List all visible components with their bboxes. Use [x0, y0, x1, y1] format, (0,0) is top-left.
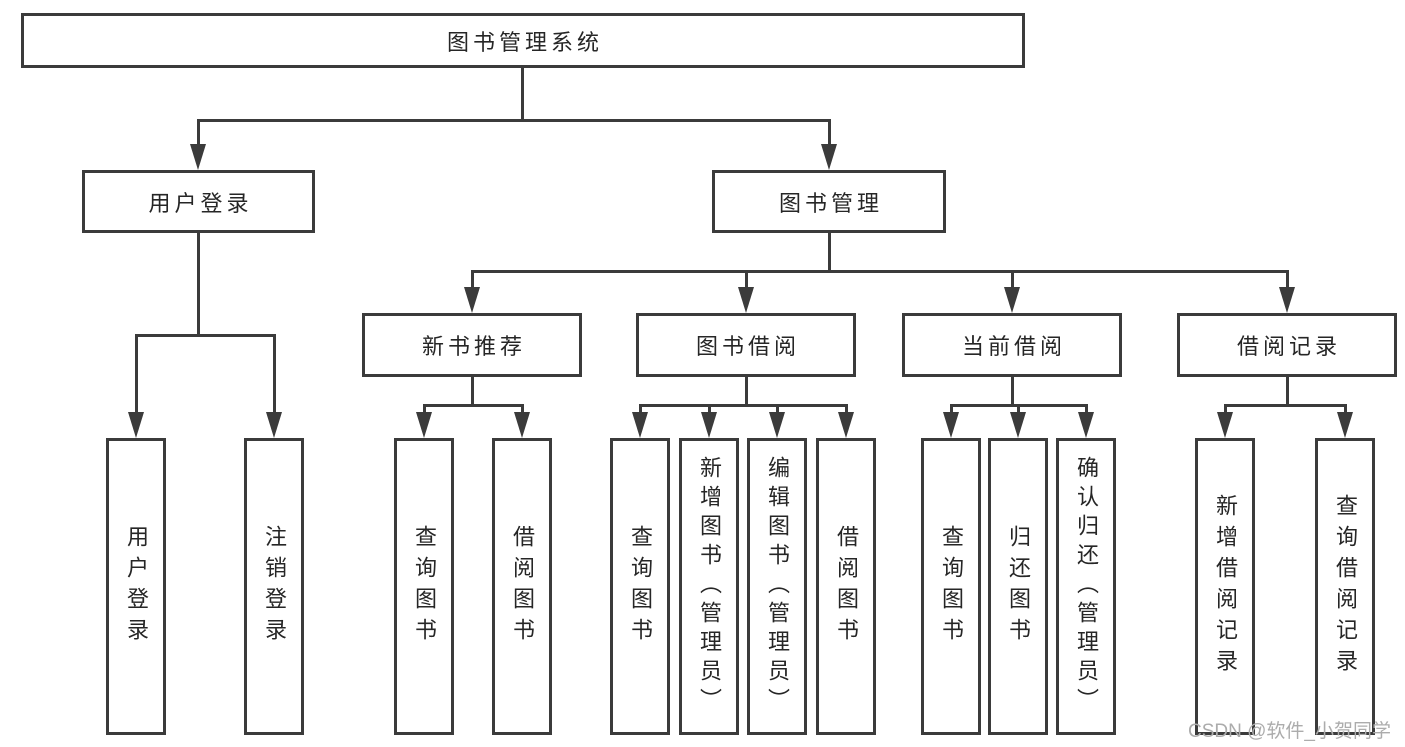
connector-trunk [1286, 374, 1289, 407]
leaf-user-login: 用户登录 [106, 438, 166, 735]
node-new-book-recommend: 新书推荐 [362, 313, 582, 377]
leaf-borrow-borrow-books: 借阅图书 [816, 438, 876, 735]
node-label: 查询图书 [939, 524, 964, 649]
connector-stem [471, 270, 474, 290]
node-label: 确认归还（管理员） [1074, 456, 1099, 717]
node-label: 借阅图书 [510, 524, 535, 649]
leaf-newbooks-borrow-books: 借阅图书 [492, 438, 552, 735]
connector-stem [197, 119, 200, 148]
node-book-borrow: 图书借阅 [636, 313, 856, 377]
leaf-borrow-add-book-admin: 新增图书（管理员） [679, 438, 739, 735]
arrowhead-down [464, 287, 480, 313]
leaf-records-add-record: 新增借阅记录 [1195, 438, 1255, 735]
node-label: 用户登录 [124, 524, 149, 649]
connector-split [639, 404, 848, 407]
leaf-logout: 注销登录 [244, 438, 304, 735]
connector-stem [521, 404, 524, 415]
connector-root-trunk [521, 66, 524, 122]
connector-stem [1011, 270, 1014, 290]
connector-stem [1286, 270, 1289, 290]
node-label: 查询图书 [628, 524, 653, 649]
connector-stem [1344, 404, 1347, 415]
arrowhead-down [266, 412, 282, 438]
connector-stem [1224, 404, 1227, 415]
connector-stem [1017, 404, 1020, 415]
leaf-newbooks-query-books: 查询图书 [394, 438, 454, 735]
node-label: 查询借阅记录 [1333, 493, 1358, 680]
connector-split [1224, 404, 1347, 407]
node-label: 图书管理系统 [446, 29, 603, 55]
connector-trunk [828, 230, 831, 273]
arrowhead-down [821, 144, 837, 170]
connector-level3-split [471, 270, 1289, 273]
connector-trunk [1011, 374, 1014, 407]
connector-stem [776, 404, 779, 415]
node-label: 当前借阅 [961, 334, 1066, 359]
node-label: 用户登录 [148, 190, 253, 216]
connector-stem [708, 404, 711, 415]
leaf-records-query-record: 查询借阅记录 [1315, 438, 1375, 735]
connector-trunk [197, 230, 200, 337]
node-label: 图书管理 [778, 190, 883, 216]
arrowhead-down [769, 412, 785, 438]
connector-split [135, 334, 276, 337]
connector-stem [828, 119, 831, 148]
connector-stem [639, 404, 642, 415]
node-label: 借阅图书 [834, 524, 859, 649]
arrowhead-down [128, 412, 144, 438]
node-label: 编辑图书（管理员） [765, 456, 790, 717]
connector-level2-split [197, 119, 831, 122]
arrowhead-down [838, 412, 854, 438]
leaf-current-confirm-return-admin: 确认归还（管理员） [1056, 438, 1116, 735]
node-book-management: 图书管理 [712, 170, 946, 233]
watermark: CSDN @软件_小贺同学 [1188, 721, 1391, 742]
node-label: 归还图书 [1006, 524, 1031, 649]
connector-stem [950, 404, 953, 415]
arrowhead-down [1004, 287, 1020, 313]
connector-stem [745, 270, 748, 290]
node-label: 查询图书 [412, 524, 437, 649]
connector-stem [845, 404, 848, 415]
arrowhead-down [1078, 412, 1094, 438]
arrowhead-down [1217, 412, 1233, 438]
node-label: 注销登录 [262, 524, 287, 649]
node-label: 新增图书（管理员） [697, 456, 722, 717]
node-label: 新书推荐 [421, 334, 526, 359]
connector-split [423, 404, 524, 407]
node-user-login: 用户登录 [82, 170, 315, 233]
leaf-current-query-books: 查询图书 [921, 438, 981, 735]
node-label: 新增借阅记录 [1213, 493, 1238, 680]
leaf-current-return-books: 归还图书 [988, 438, 1048, 735]
connector-stem [273, 334, 276, 414]
connector-stem [423, 404, 426, 415]
connector-stem [135, 334, 138, 414]
arrowhead-down [514, 412, 530, 438]
connector-trunk [745, 374, 748, 407]
node-current-borrow: 当前借阅 [902, 313, 1122, 377]
arrowhead-down [701, 412, 717, 438]
arrowhead-down [632, 412, 648, 438]
arrowhead-down [943, 412, 959, 438]
leaf-borrow-edit-book-admin: 编辑图书（管理员） [747, 438, 807, 735]
arrowhead-down [1010, 412, 1026, 438]
leaf-borrow-query-books: 查询图书 [610, 438, 670, 735]
node-borrow-records: 借阅记录 [1177, 313, 1397, 377]
arrowhead-down [1279, 287, 1295, 313]
node-label: 图书借阅 [695, 334, 800, 359]
connector-stem [1085, 404, 1088, 415]
arrowhead-down [190, 144, 206, 170]
arrowhead-down [416, 412, 432, 438]
node-root: 图书管理系统 [21, 13, 1025, 68]
arrowhead-down [738, 287, 754, 313]
arrowhead-down [1337, 412, 1353, 438]
connector-trunk [471, 374, 474, 407]
node-label: 借阅记录 [1236, 334, 1341, 359]
